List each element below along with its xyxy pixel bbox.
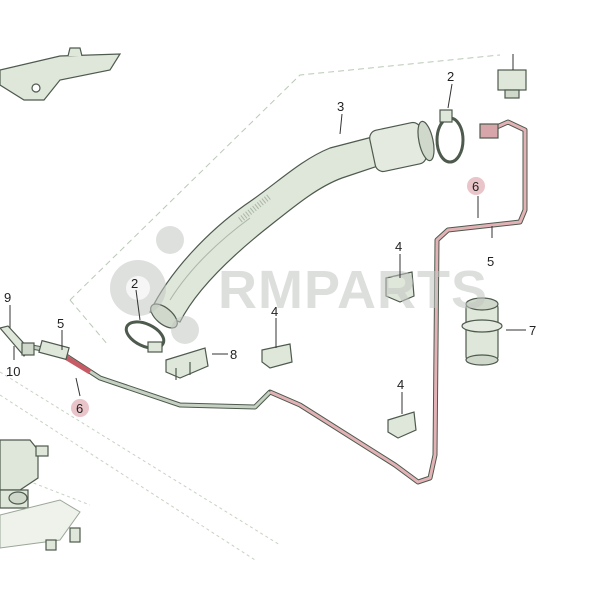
filler-neck: [149, 120, 435, 329]
hose-clamp-upper: [435, 109, 465, 164]
pipe-holder-middle: [261, 343, 293, 369]
watermark-text: RMPARTS: [218, 260, 488, 320]
callout-5-left: 5: [57, 316, 64, 331]
watermark: RMPARTS: [110, 226, 488, 344]
callout-4-middle: 4: [271, 304, 278, 319]
pipe-holder-lower: [387, 411, 417, 439]
callout-6-highlight-right: [467, 177, 485, 195]
callout-2-upper: 2: [447, 69, 454, 84]
callout-8: 8: [230, 347, 237, 362]
pipe-holder-double: [165, 347, 209, 380]
pipe-holder-right: [385, 271, 415, 303]
hose-clamp-lower: [124, 320, 166, 353]
callout-4-lower: 4: [397, 377, 404, 392]
leader-lines: [9, 54, 526, 414]
vent-line: [19, 119, 528, 485]
reference-lines: [0, 54, 501, 561]
vent-connector-top: [497, 69, 527, 99]
callout-9: 9: [4, 290, 11, 305]
callout-3: 3: [337, 99, 344, 114]
callouts: 2 2 3 4 4 4 5 5 6 6 7 8 9 10: [4, 69, 536, 416]
callout-5-right: 5: [487, 254, 494, 269]
lower-left-assembly: [0, 439, 81, 551]
callout-6-highlight-left: [71, 399, 89, 417]
callout-10: 10: [6, 364, 20, 379]
vent-connector-left: [0, 325, 70, 361]
callout-2-lower: 2: [131, 276, 138, 291]
callout-4-right: 4: [395, 239, 402, 254]
callout-6-left: 6: [76, 401, 83, 416]
callout-6-right: 6: [472, 179, 479, 194]
callout-7: 7: [529, 323, 536, 338]
grommet: [461, 297, 503, 366]
upper-left-bracket: [0, 47, 122, 101]
